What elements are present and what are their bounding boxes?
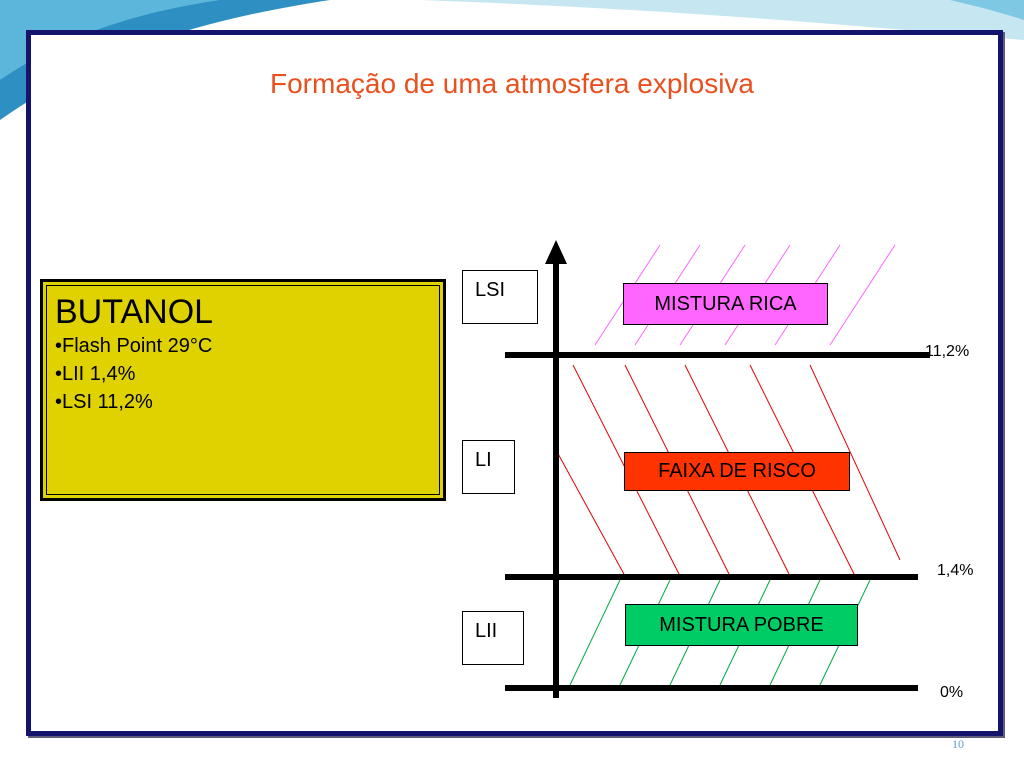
slide-title: Formação de uma atmosfera explosiva: [270, 68, 754, 99]
zone-label-rich: MISTURA RICA: [623, 283, 828, 325]
butanol-info-box: BUTANOL •Flash Point 29°C •LII 1,4% •LSI…: [40, 279, 446, 501]
level-upper-value: 11,2%: [925, 343, 970, 360]
info-line-flash-point: •Flash Point 29°C: [55, 335, 213, 357]
axis-arrow-icon: [545, 240, 567, 264]
info-box-title: BUTANOL: [55, 293, 214, 331]
info-line-lsi: •LSI 11,2%: [55, 391, 153, 413]
label-lii: LII: [462, 611, 524, 665]
label-li: LI: [462, 440, 515, 494]
label-lsi: LSI: [462, 270, 538, 324]
level-zero-value: 0%: [940, 684, 964, 701]
zone-label-poor: MISTURA POBRE: [625, 604, 858, 646]
level-lower-value: 1,4%: [937, 562, 974, 579]
slide-number: 10: [952, 737, 964, 751]
zone-label-risk: FAIXA DE RISCO: [624, 452, 850, 491]
info-line-lii: •LII 1,4%: [55, 363, 136, 385]
